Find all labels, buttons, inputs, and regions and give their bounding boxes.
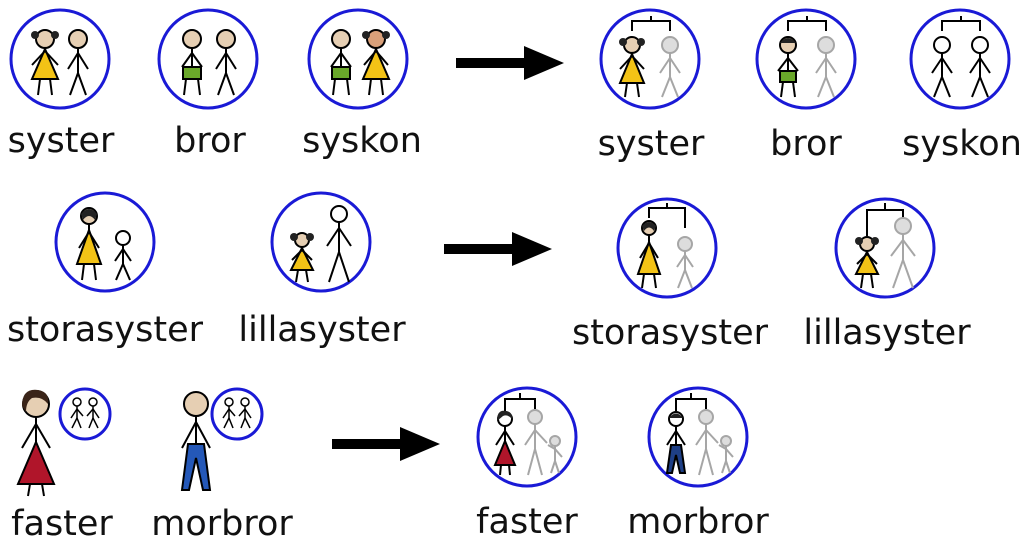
lillasyster-symbol-new [834, 197, 936, 299]
label-syster-new: syster [597, 124, 705, 164]
label-storasyster-new: storasyster [571, 313, 769, 353]
bror-symbol-old [157, 8, 259, 110]
label-bror-new: bror [770, 124, 842, 164]
arrow-right-icon [444, 232, 552, 266]
label-syskon-old: syskon [302, 121, 422, 161]
arrow-right-icon [332, 427, 440, 461]
bror-symbol-new [755, 8, 857, 110]
label-syskon-new: syskon [902, 124, 1022, 164]
label-morbror-old: morbror [151, 504, 293, 544]
morbror-symbol-old [180, 387, 264, 491]
storasyster-symbol-old [54, 191, 156, 293]
label-bror-old: bror [174, 121, 246, 161]
lillasyster-symbol-old [270, 191, 372, 293]
morbror-symbol-new [647, 386, 749, 488]
faster-symbol-old [16, 387, 112, 497]
label-syster-old: syster [7, 121, 115, 161]
storasyster-symbol-new [616, 197, 718, 299]
label-storasyster-old: storasyster [6, 310, 204, 350]
label-morbror-new: morbror [627, 502, 769, 542]
arrow-right-icon [456, 46, 564, 80]
syster-symbol-new [599, 8, 701, 110]
syster-symbol-old [9, 8, 111, 110]
faster-symbol-new [476, 386, 578, 488]
label-faster-old: faster [11, 504, 113, 544]
label-lillasyster-new: lillasyster [803, 313, 971, 353]
label-faster-new: faster [476, 502, 578, 542]
syskon-symbol-old [307, 8, 409, 110]
label-lillasyster-old: lillasyster [238, 310, 406, 350]
syskon-symbol-new [909, 8, 1011, 110]
